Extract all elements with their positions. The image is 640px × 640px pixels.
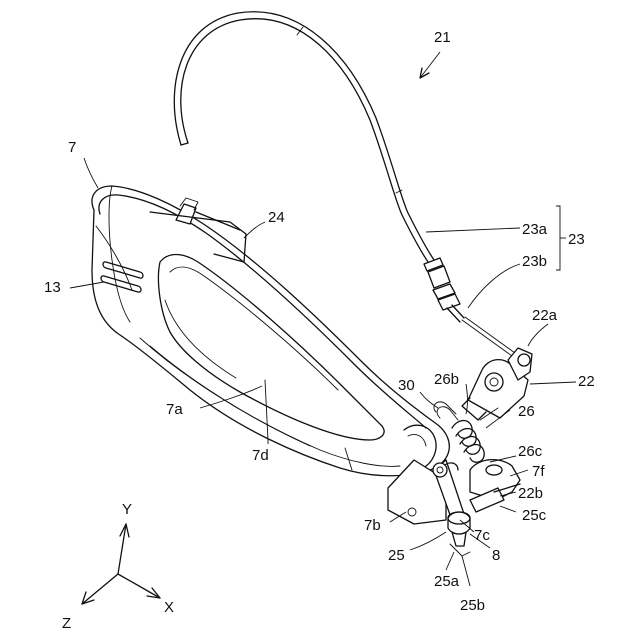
- label-21: 21: [434, 29, 451, 46]
- label-22: 22: [578, 373, 595, 390]
- label-25a: 25a: [434, 573, 460, 590]
- label-7b: 7b: [364, 517, 381, 534]
- label-13: 13: [44, 279, 61, 296]
- label-23a: 23a: [522, 221, 548, 238]
- label-23b: 23b: [522, 253, 547, 270]
- label-25b: 25b: [460, 597, 485, 614]
- label-7: 7: [68, 139, 76, 156]
- label-26c: 26c: [518, 443, 543, 460]
- label-25c: 25c: [522, 507, 547, 524]
- label-7c: 7c: [474, 527, 490, 544]
- coordinate-axes: Y X Z: [62, 501, 174, 632]
- label-23: 23: [568, 231, 585, 248]
- view-arrow-21: [420, 52, 440, 78]
- label-22b: 22b: [518, 485, 543, 502]
- axis-y-label: Y: [122, 501, 132, 518]
- label-26b: 26b: [434, 371, 459, 388]
- label-7a: 7a: [166, 401, 183, 418]
- axis-x-label: X: [164, 599, 174, 616]
- axis-z-label: Z: [62, 615, 71, 632]
- label-7d: 7d: [252, 447, 269, 464]
- label-30: 30: [398, 377, 415, 394]
- label-24: 24: [268, 209, 285, 226]
- label-25: 25: [388, 547, 405, 564]
- label-26: 26: [518, 403, 535, 420]
- label-8: 8: [492, 547, 500, 564]
- cable-23: [174, 12, 515, 356]
- label-7f: 7f: [532, 463, 545, 480]
- label-22a: 22a: [532, 307, 558, 324]
- handle-body-7: [92, 186, 449, 476]
